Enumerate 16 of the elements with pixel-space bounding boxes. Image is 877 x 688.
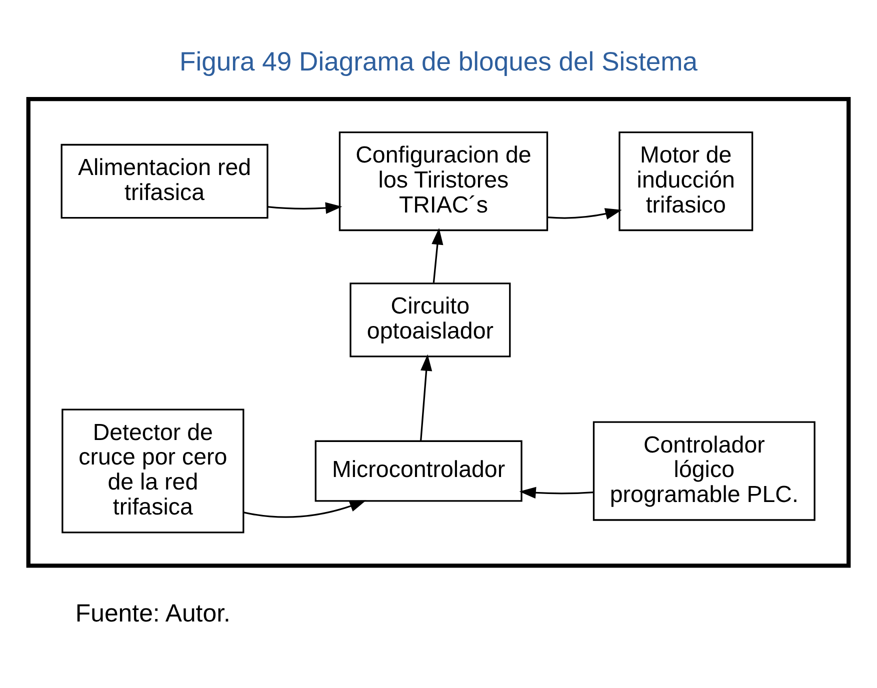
node-box: Microcontrolador <box>314 440 522 502</box>
arrow <box>519 486 594 499</box>
arrow <box>244 500 366 518</box>
arrow <box>420 354 432 441</box>
node-box: Configuracion de los Tiristores TRIAC´s <box>338 131 548 232</box>
node-box: Detector de cruce por cero de la red trifasica <box>62 408 244 534</box>
arrow <box>267 202 342 214</box>
diagram-title: Figura 49 Diagrama de bloques del Sistema <box>180 46 698 77</box>
node-box: Circuito optoaislador <box>350 282 511 358</box>
caption: Fuente: Autor. <box>75 599 230 628</box>
arrow <box>548 208 622 220</box>
cluster <box>26 97 851 568</box>
arrow <box>432 228 444 283</box>
node-box: Motor de inducción trifasico <box>618 131 754 232</box>
node-box: Alimentacion red trifasica <box>60 144 268 219</box>
node-box: Controlador lógico programable PLC. <box>592 421 816 521</box>
